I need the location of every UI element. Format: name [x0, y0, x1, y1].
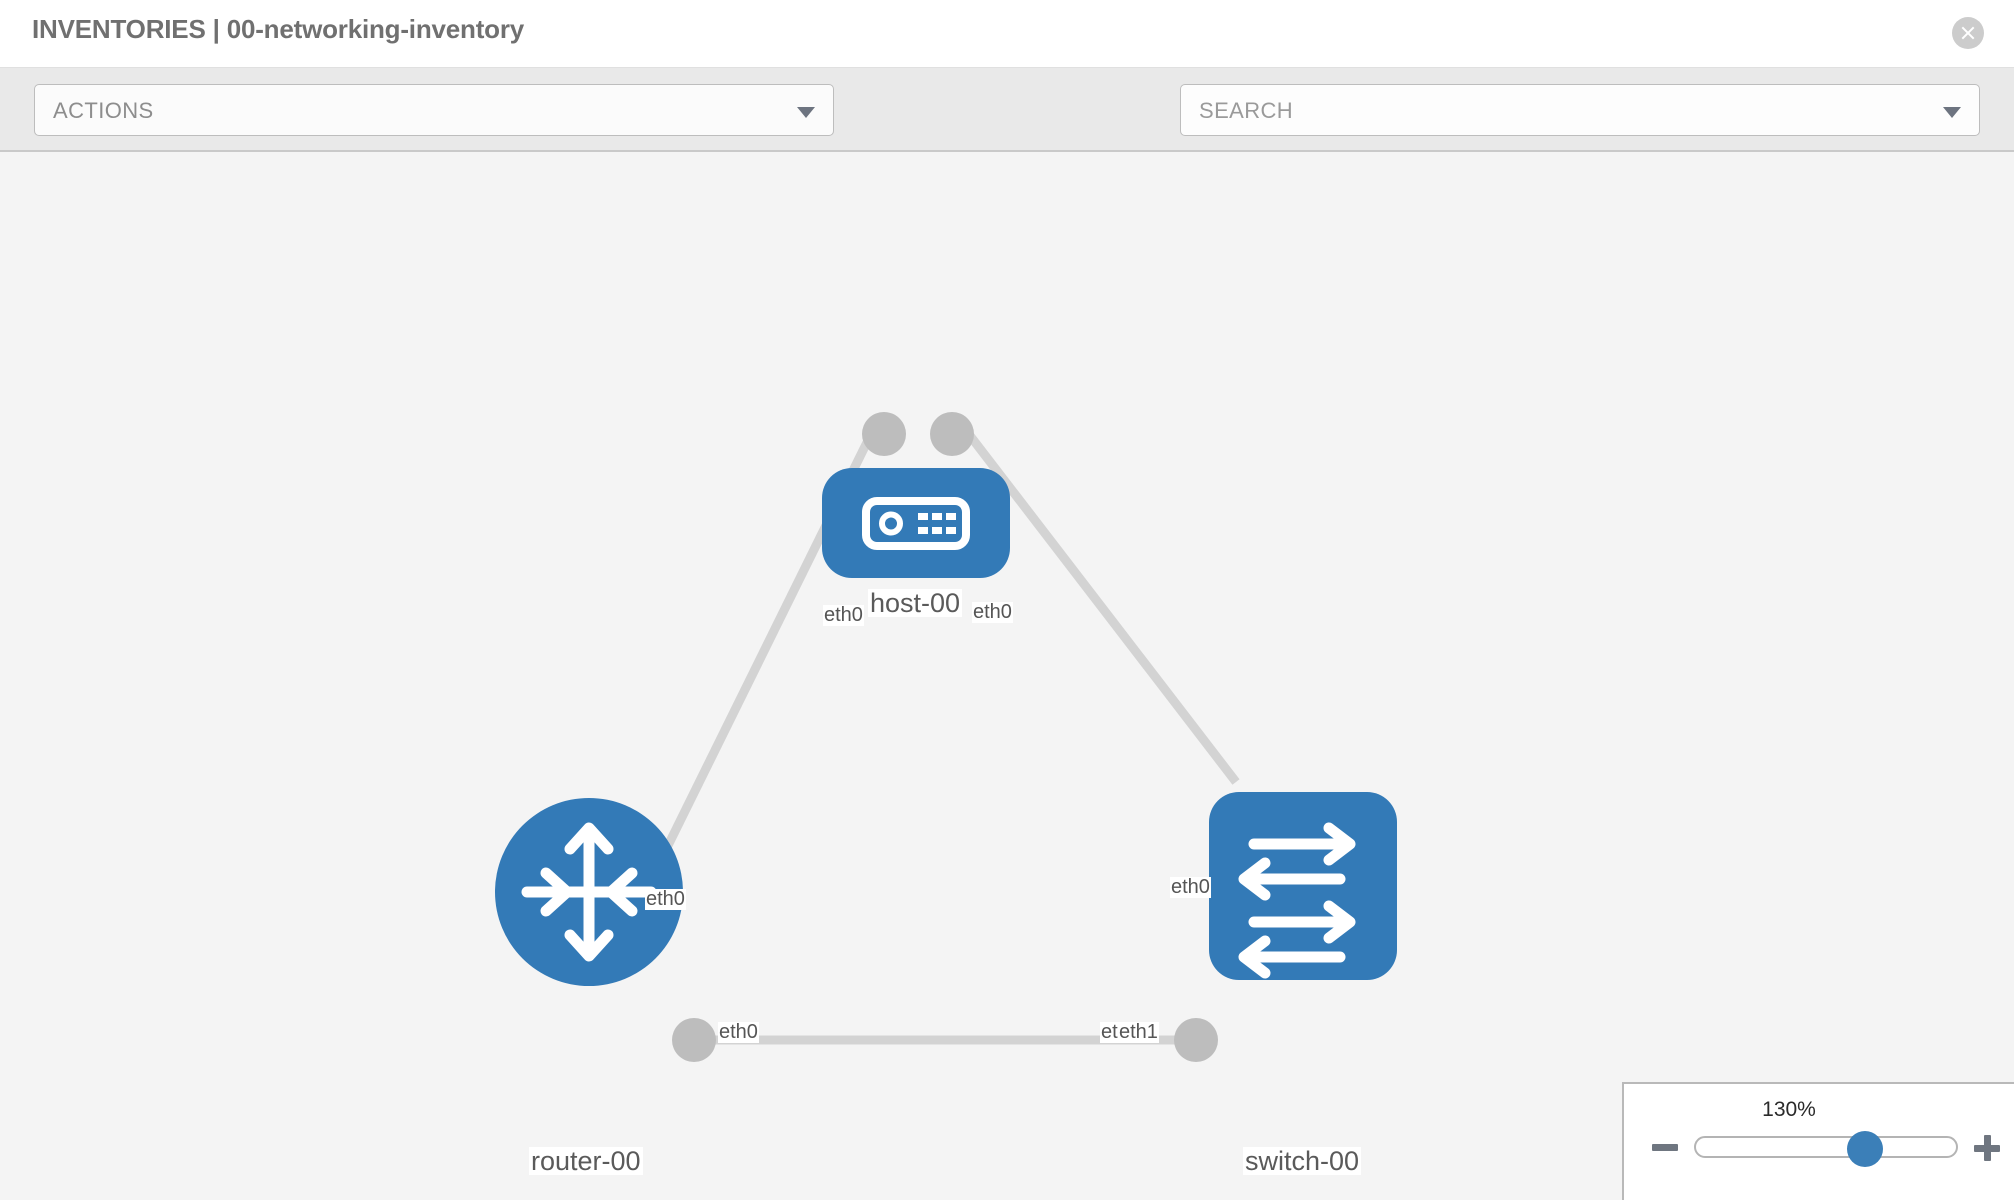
- iface-label-switch00-eth1: eth1: [1118, 1021, 1159, 1043]
- topology-graph: [495, 412, 1397, 1062]
- port-host00-left: [862, 412, 906, 456]
- search-input[interactable]: SEARCH: [1180, 84, 1980, 136]
- zoom-percent-label: 130%: [1762, 1098, 1816, 1121]
- actions-dropdown-label: ACTIONS: [53, 98, 154, 123]
- page-title: INVENTORIES | 00-networking-inventory: [32, 14, 525, 44]
- node-label-switch-00: switch-00: [1243, 1146, 1362, 1176]
- iface-label-switch00-uplink: eth0: [1170, 876, 1211, 898]
- iface-label-router00-eth0: eth0: [718, 1021, 759, 1043]
- minus-icon[interactable]: [1652, 1144, 1678, 1151]
- zoom-control-panel: 130%: [1622, 1082, 2014, 1200]
- node-label-router-00: router-00: [529, 1146, 643, 1176]
- port-router00-right: [672, 1018, 716, 1062]
- toolbar: ACTIONS SEARCH: [0, 68, 2014, 193]
- iface-label-router00-uplink: eth0: [645, 888, 686, 910]
- server-icon: [862, 497, 970, 550]
- topology-canvas[interactable]: eth0 eth0 eth0 eth0 eth0 eth0 eth1 host-…: [0, 152, 2014, 1200]
- zoom-slider-thumb[interactable]: [1847, 1131, 1883, 1167]
- close-icon[interactable]: [1952, 17, 1984, 49]
- iface-label-host00-right: eth0: [972, 601, 1013, 623]
- four-arrows-icon: [521, 822, 657, 962]
- node-label-host-00: host-00: [868, 588, 963, 618]
- node-host-00: [822, 468, 1010, 578]
- edge-host00-switch00: [954, 417, 1240, 785]
- chevron-down-icon: [797, 107, 815, 118]
- search-placeholder-label: SEARCH: [1199, 98, 1294, 123]
- page-header: INVENTORIES | 00-networking-inventory: [0, 0, 2014, 68]
- iface-label-host00-left: eth0: [823, 604, 864, 626]
- port-host00-right: [930, 412, 974, 456]
- actions-dropdown[interactable]: ACTIONS: [34, 84, 834, 136]
- port-switch00-left: [1174, 1018, 1218, 1062]
- node-switch-00: [1209, 792, 1397, 980]
- swap-arrows-icon: [1238, 822, 1356, 979]
- chevron-down-icon: [1943, 107, 1961, 118]
- node-router-00: [495, 798, 683, 986]
- zoom-slider[interactable]: [1694, 1131, 1958, 1167]
- plus-icon[interactable]: [1974, 1135, 2000, 1161]
